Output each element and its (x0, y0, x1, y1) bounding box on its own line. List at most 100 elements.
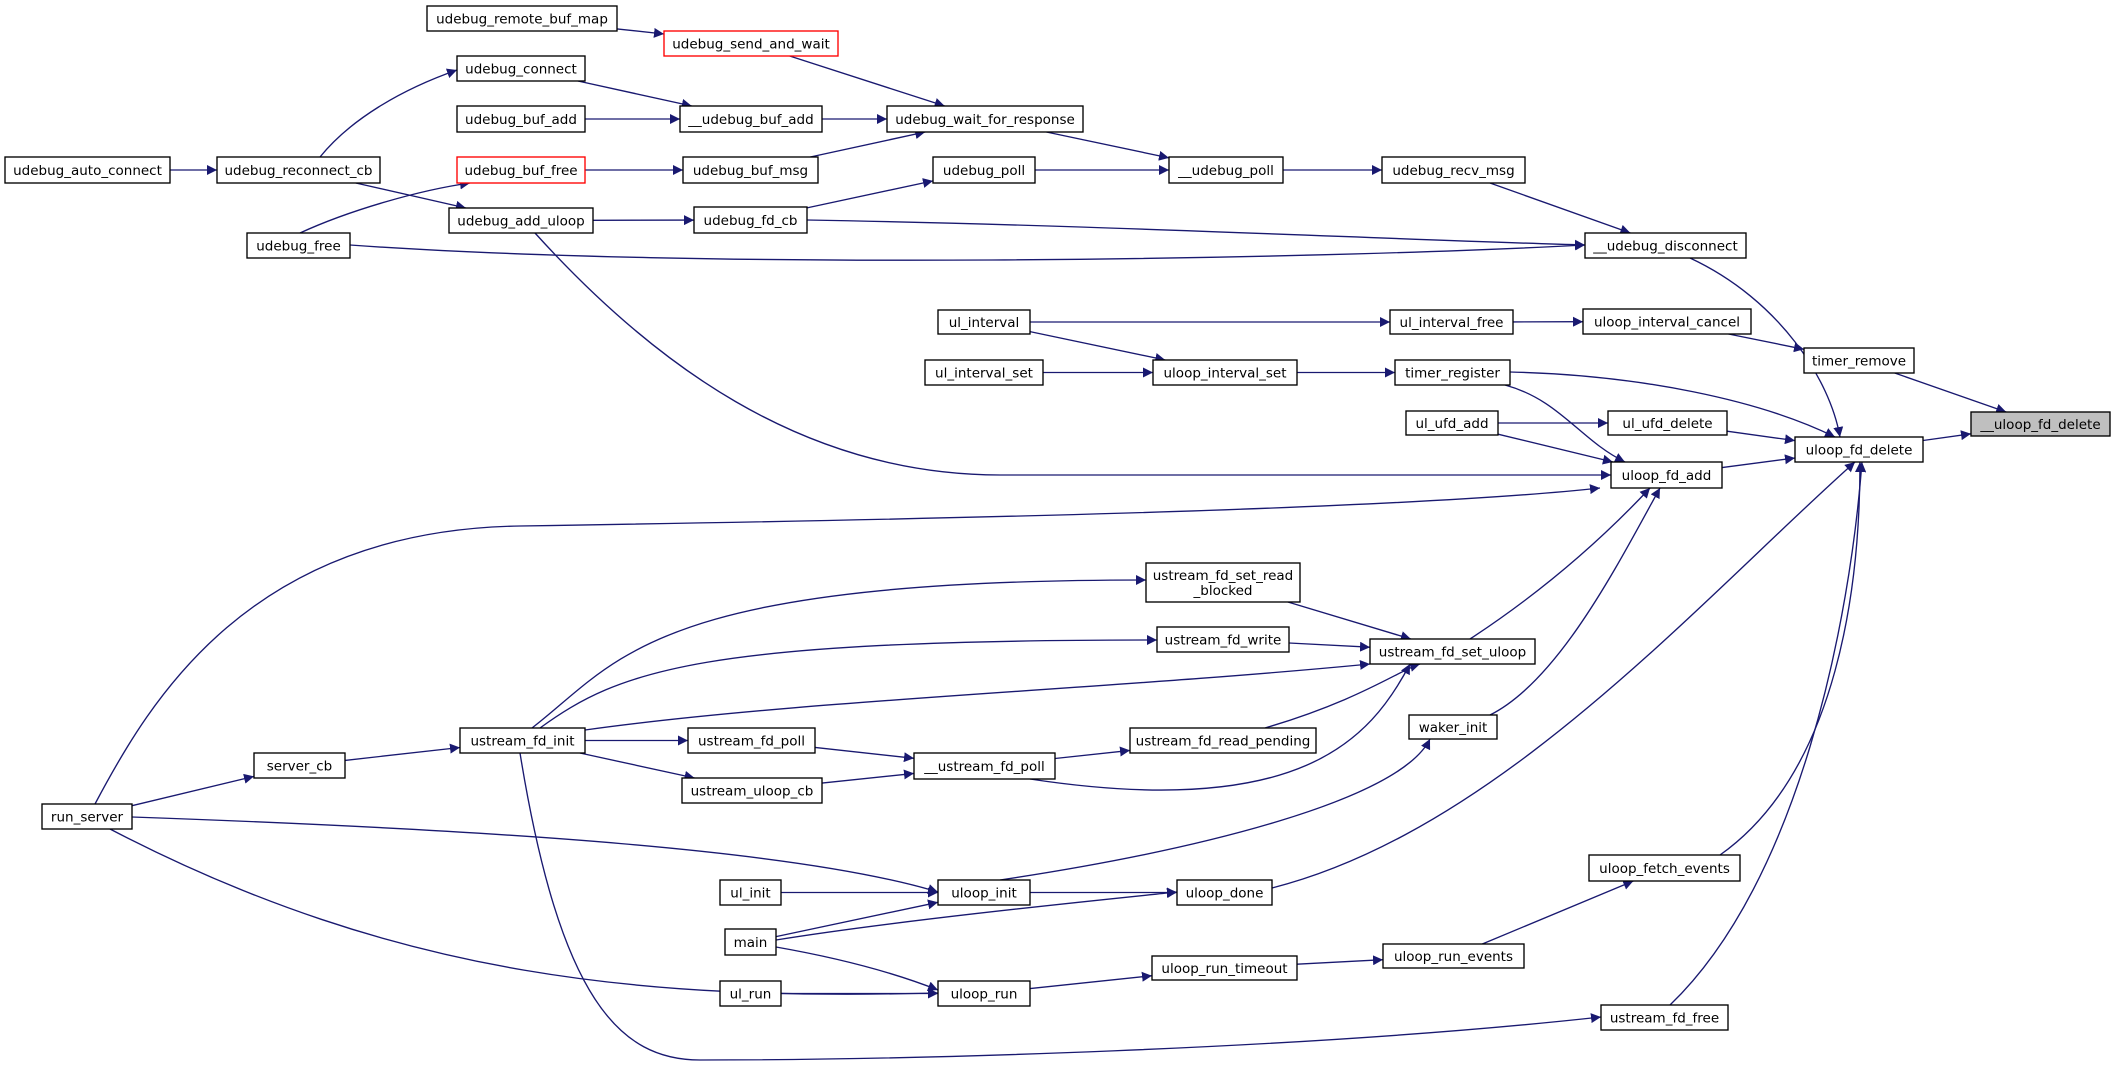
node-udebug-buf-msg[interactable]: udebug_buf_msg (682, 156, 819, 184)
node-ul-ufd-delete[interactable]: ul_ufd_delete (1607, 410, 1728, 436)
node-ul-run[interactable]: ul_run (719, 980, 782, 1007)
node-label: uloop_init (951, 886, 1017, 902)
node-uloop-interval-set[interactable]: uloop_interval_set (1152, 359, 1298, 386)
edge-uloop-interval-cancel-to-timer-remove (1728, 333, 1805, 353)
node-udebug-disconnect[interactable]: __udebug_disconnect (1584, 232, 1747, 259)
node-label: uloop_done (1186, 886, 1264, 902)
node-label: ul_run (730, 987, 772, 1003)
node-label: ustream_fd_poll (698, 734, 805, 750)
edge-ul-ufd-delete-to-uloop-fd-delete (1726, 430, 1796, 445)
node-udebug-recv-msg[interactable]: udebug_recv_msg (1381, 156, 1526, 184)
node-ul-interval-set[interactable]: ul_interval_set (924, 359, 1044, 386)
edge-ul-interval-to-uloop-interval-set (1029, 330, 1166, 363)
node-ul-ufd-add[interactable]: ul_ufd_add (1405, 410, 1499, 436)
node-uloop-fd-add[interactable]: uloop_fd_add (1610, 461, 1723, 489)
node-udebug-auto-connect[interactable]: udebug_auto_connect (4, 156, 171, 184)
node-udebug-remote-buf-map[interactable]: udebug_remote_buf_map (426, 5, 618, 32)
node-udebug-send-and-wait[interactable]: udebug_send_and_wait (663, 30, 839, 57)
edge-ustream-fd-set-read-blocked-to-ustream-fd-set-uloop (1287, 601, 1412, 641)
node-udebug-poll[interactable]: udebug_poll (932, 156, 1036, 184)
node-timer-remove[interactable]: timer_remove (1803, 347, 1915, 374)
node-ustream-fd-free[interactable]: ustream_fd_free (1600, 1004, 1729, 1031)
node-udebug-fd-cb[interactable]: udebug_fd_cb (693, 206, 808, 234)
node-label: __ustream_fd_poll (923, 759, 1045, 775)
node-udebug-add-uloop[interactable]: udebug_add_uloop (448, 207, 594, 234)
edge-layer (94, 27, 2007, 1061)
node-uloop-interval-cancel[interactable]: uloop_interval_cancel (1582, 308, 1752, 335)
node-udebug-buf-add[interactable]: udebug_buf_add (456, 105, 586, 133)
node-uloop-done[interactable]: uloop_done (1176, 879, 1273, 906)
edge-ustream-fd-init-to-ustream-uloop-cb (579, 752, 695, 781)
edge-run-server-to-uloop-run (109, 828, 939, 999)
node-run-server[interactable]: run_server (41, 803, 133, 830)
node-label: uloop_run (951, 987, 1018, 1003)
node-udebug-reconnect-cb[interactable]: udebug_reconnect_cb (216, 156, 381, 184)
node-ustream-uloop-cb[interactable]: ustream_uloop_cb (681, 777, 823, 804)
node-udebug-wait-for-response[interactable]: udebug_wait_for_response (886, 105, 1084, 133)
node-label: udebug_auto_connect (13, 163, 162, 179)
edge-udebug-reconnect-cb-to-udebug-connect (319, 68, 458, 158)
node-server-cb[interactable]: server_cb (253, 752, 346, 779)
edge-ustream-fd-init-to-ustream-fd-set-uloop (584, 659, 1371, 731)
node-uloop-run-events[interactable]: uloop_run_events (1382, 943, 1525, 969)
node-ustream-fd-set-uloop[interactable]: ustream_fd_set_uloop (1369, 638, 1536, 665)
edge-timer-register-to-uloop-fd-add (1504, 384, 1626, 463)
node-label: ustream_fd_init (470, 734, 574, 750)
node-ul-init[interactable]: ul_init (719, 879, 782, 906)
node-udebug-connect[interactable]: udebug_connect (456, 55, 586, 82)
node-label: ul_init (730, 886, 770, 902)
edge-uloop-fd-delete-to-uloop-fd-delete (1922, 430, 1972, 442)
node-label: ustream_fd_write (1165, 633, 1282, 649)
node-timer-register[interactable]: timer_register (1394, 359, 1511, 386)
edge-udebug-reconnect-cb-to-udebug-add-uloop (355, 182, 467, 211)
node-ul-interval[interactable]: ul_interval (937, 309, 1031, 335)
node-label: ul_ufd_delete (1622, 416, 1712, 432)
edge-udebug-wait-for-response-to-udebug-poll (1046, 131, 1170, 161)
node-ustream-fd-write[interactable]: ustream_fd_write (1156, 626, 1290, 653)
node-udebug-free[interactable]: udebug_free (246, 232, 351, 259)
node-label: uloop_run_events (1394, 949, 1513, 965)
edge-ustream-fd-init-to-ustream-fd-free (519, 752, 1602, 1061)
edge-udebug-recv-msg-to-udebug-disconnect (1489, 182, 1631, 235)
node-ustream-fd-poll[interactable]: __ustream_fd_poll (913, 752, 1056, 780)
node-ustream-fd-init[interactable]: ustream_fd_init (459, 727, 586, 754)
node-label: udebug_free (256, 239, 341, 255)
node-udebug-poll[interactable]: __udebug_poll (1168, 156, 1284, 184)
node-label: udebug_buf_add (465, 112, 577, 128)
edge-uloop-done-to-uloop-fd-delete (1271, 461, 1856, 889)
node-label: uloop_fetch_events (1599, 861, 1730, 877)
node-uloop-run[interactable]: uloop_run (937, 980, 1031, 1007)
edge-run-server-to-server-cb (131, 773, 255, 807)
node-uloop-run-timeout[interactable]: uloop_run_timeout (1151, 955, 1298, 981)
node-label: udebug_send_and_wait (672, 37, 830, 53)
edge-udebug-add-uloop-to-uloop-fd-add (534, 232, 1611, 480)
edge-ustream-fd-free-to-uloop-fd-delete (1669, 461, 1867, 1006)
node-uloop-init[interactable]: uloop_init (937, 879, 1031, 906)
edge-ustream-fd-poll-to-ustream-fd-read-pending (1054, 746, 1131, 760)
node-label: udebug_remote_buf_map (436, 12, 608, 28)
node-ustream-fd-set-read-blocked[interactable]: ustream_fd_set_read_blocked (1145, 562, 1301, 603)
node-uloop-fetch-events[interactable]: uloop_fetch_events (1588, 854, 1741, 882)
edge-uloop-run-events-to-uloop-fetch-events (1482, 880, 1634, 945)
edge-udebug-remote-buf-map-to-udebug-send-and-wait (616, 27, 665, 38)
node-udebug-buf-free[interactable]: udebug_buf_free (456, 156, 586, 184)
node-ustream-fd-poll[interactable]: ustream_fd_poll (687, 727, 816, 754)
node-main[interactable]: main (724, 928, 777, 956)
node-uloop-fd-delete[interactable]: uloop_fd_delete (1794, 436, 1924, 463)
node-label: udebug_buf_msg (693, 163, 808, 179)
node-label: udebug_wait_for_response (895, 112, 1075, 128)
edge-waker-init-to-uloop-fd-add (1489, 487, 1661, 716)
node-ul-interval-free[interactable]: ul_interval_free (1389, 309, 1514, 335)
node-ustream-fd-read-pending[interactable]: ustream_fd_read_pending (1129, 727, 1317, 754)
edge-udebug-fd-cb-to-udebug-disconnect (806, 219, 1586, 250)
edge-uloop-fetch-events-to-uloop-fd-delete (1719, 461, 1865, 856)
node-label: server_cb (267, 759, 332, 775)
edge-ul-ufd-add-to-uloop-fd-add (1497, 433, 1614, 465)
node-uloop-fd-delete[interactable]: __uloop_fd_delete (1970, 411, 2111, 437)
node-udebug-buf-add[interactable]: __udebug_buf_add (679, 105, 823, 133)
node-waker-init[interactable]: waker_init (1408, 714, 1498, 740)
edge-udebug-free-to-udebug-buf-free (299, 179, 471, 234)
node-label: waker_init (1419, 720, 1488, 736)
node-label: uloop_run_timeout (1161, 961, 1287, 977)
node-label: run_server (51, 810, 124, 826)
